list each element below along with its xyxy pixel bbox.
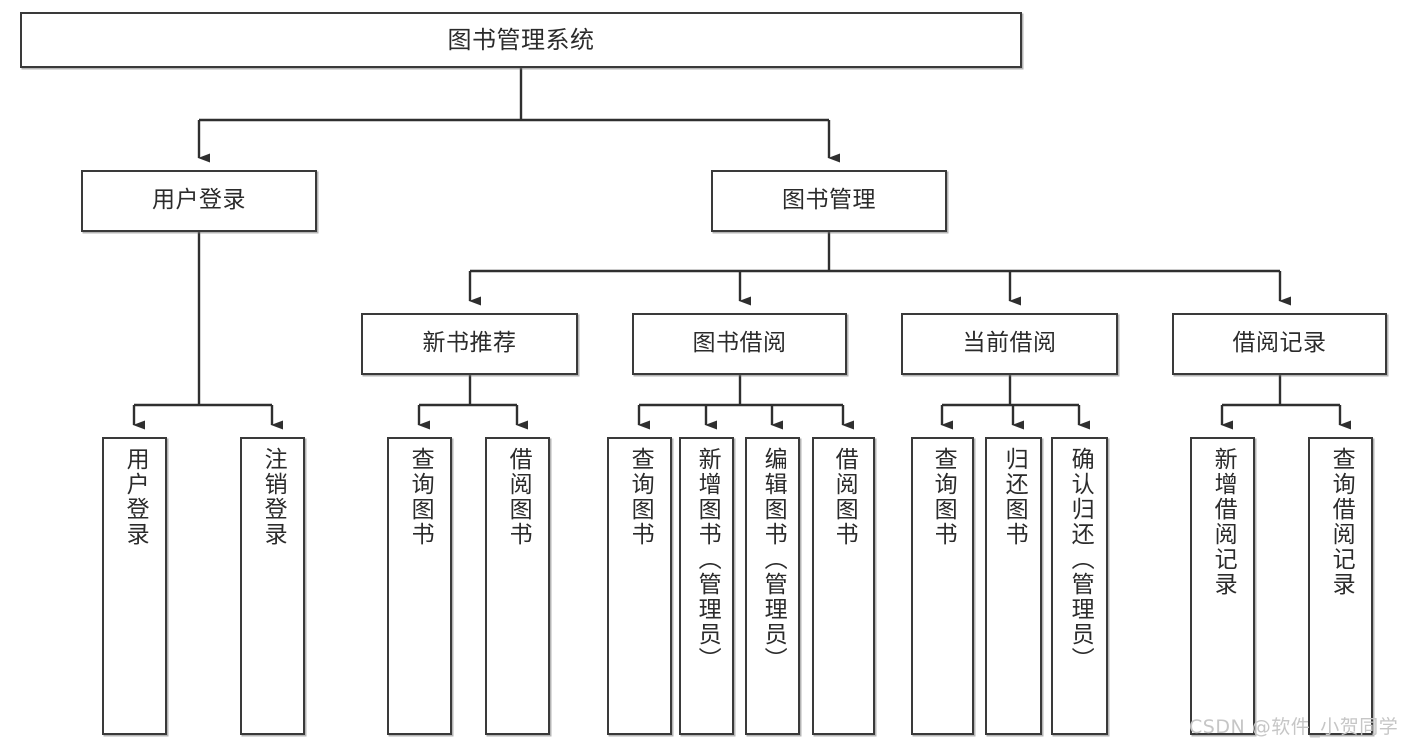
leaf-borrow-book[interactable]: 借阅图书 bbox=[812, 437, 875, 735]
leaf-query-book-current-label: 查询图书 bbox=[930, 447, 957, 547]
leaf-query-book-recommend-label: 查询图书 bbox=[407, 447, 434, 547]
leaf-user-login-label: 用户登录 bbox=[122, 447, 149, 547]
leaf-logout-label: 注销登录 bbox=[260, 447, 287, 547]
node-borrow-record-label: 借阅记录 bbox=[1232, 330, 1327, 357]
leaf-query-book-current[interactable]: 查询图书 bbox=[911, 437, 974, 735]
node-root-label: 图书管理系统 bbox=[447, 25, 595, 54]
node-current-borrow[interactable]: 当前借阅 bbox=[901, 313, 1118, 375]
node-new-book-recommend[interactable]: 新书推荐 bbox=[361, 313, 578, 375]
node-user-login[interactable]: 用户登录 bbox=[81, 170, 317, 232]
node-user-login-label: 用户登录 bbox=[152, 187, 246, 214]
leaf-confirm-return-admin[interactable]: 确认归还（管理员） bbox=[1051, 437, 1108, 735]
node-book-borrow[interactable]: 图书借阅 bbox=[632, 313, 847, 375]
watermark: CSDN @软件_小贺同学 bbox=[1189, 716, 1399, 738]
leaf-add-book-admin-label: 新增图书（管理员） bbox=[694, 447, 721, 672]
leaf-borrow-book-label: 借阅图书 bbox=[831, 447, 858, 547]
leaf-borrow-book-recommend[interactable]: 借阅图书 bbox=[485, 437, 550, 735]
leaf-add-borrow-record[interactable]: 新增借阅记录 bbox=[1190, 437, 1255, 735]
leaf-query-book-borrow-label: 查询图书 bbox=[627, 447, 654, 547]
leaf-logout[interactable]: 注销登录 bbox=[240, 437, 305, 735]
leaf-add-book-admin[interactable]: 新增图书（管理员） bbox=[679, 437, 734, 735]
leaf-query-borrow-record[interactable]: 查询借阅记录 bbox=[1308, 437, 1373, 735]
leaf-return-book-label: 归还图书 bbox=[1001, 447, 1028, 547]
node-book-management-label: 图书管理 bbox=[782, 187, 876, 214]
leaf-borrow-book-recommend-label: 借阅图书 bbox=[505, 447, 532, 547]
leaf-query-borrow-record-label: 查询借阅记录 bbox=[1328, 447, 1355, 597]
leaf-edit-book-admin-label: 编辑图书（管理员） bbox=[760, 447, 787, 672]
node-current-borrow-label: 当前借阅 bbox=[962, 330, 1057, 357]
leaf-return-book[interactable]: 归还图书 bbox=[985, 437, 1042, 735]
node-borrow-record[interactable]: 借阅记录 bbox=[1172, 313, 1387, 375]
node-book-borrow-label: 图书借阅 bbox=[692, 330, 787, 357]
leaf-confirm-return-admin-label: 确认归还（管理员） bbox=[1067, 447, 1094, 672]
node-root[interactable]: 图书管理系统 bbox=[20, 12, 1022, 68]
leaf-add-borrow-record-label: 新增借阅记录 bbox=[1210, 447, 1237, 597]
leaf-query-book-recommend[interactable]: 查询图书 bbox=[387, 437, 452, 735]
leaf-user-login[interactable]: 用户登录 bbox=[102, 437, 167, 735]
node-new-book-recommend-label: 新书推荐 bbox=[422, 330, 517, 357]
leaf-query-book-borrow[interactable]: 查询图书 bbox=[607, 437, 672, 735]
leaf-edit-book-admin[interactable]: 编辑图书（管理员） bbox=[745, 437, 800, 735]
node-book-management[interactable]: 图书管理 bbox=[711, 170, 947, 232]
